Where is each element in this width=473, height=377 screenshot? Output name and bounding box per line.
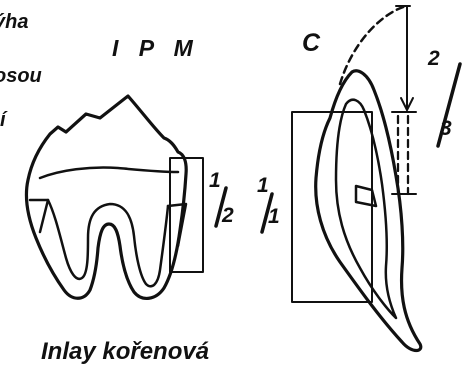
canine-post-box <box>292 112 372 302</box>
left-edge-fragment-2: osou <box>0 66 42 86</box>
premolar-title: I P M <box>112 37 200 60</box>
left-edge-fragment-3: í <box>0 110 6 130</box>
premolar-ratio-crown: 1 <box>209 170 221 191</box>
canine-ratio-root: 3 <box>440 118 452 139</box>
post-ratio-root: 1 <box>268 206 280 227</box>
premolar-pulp-outline <box>48 200 168 286</box>
canine-title: C <box>302 31 320 56</box>
premolar-outline <box>26 96 186 298</box>
left-edge-fragment-1: ýha <box>0 12 28 32</box>
premolar-ratio-root: 2 <box>222 205 234 226</box>
post-ratio-crown: 1 <box>257 175 269 196</box>
canine-ratio-crown: 2 <box>428 48 440 69</box>
premolar-crown-line <box>40 167 178 178</box>
diagram-caption: Inlay kořenová <box>41 340 209 364</box>
